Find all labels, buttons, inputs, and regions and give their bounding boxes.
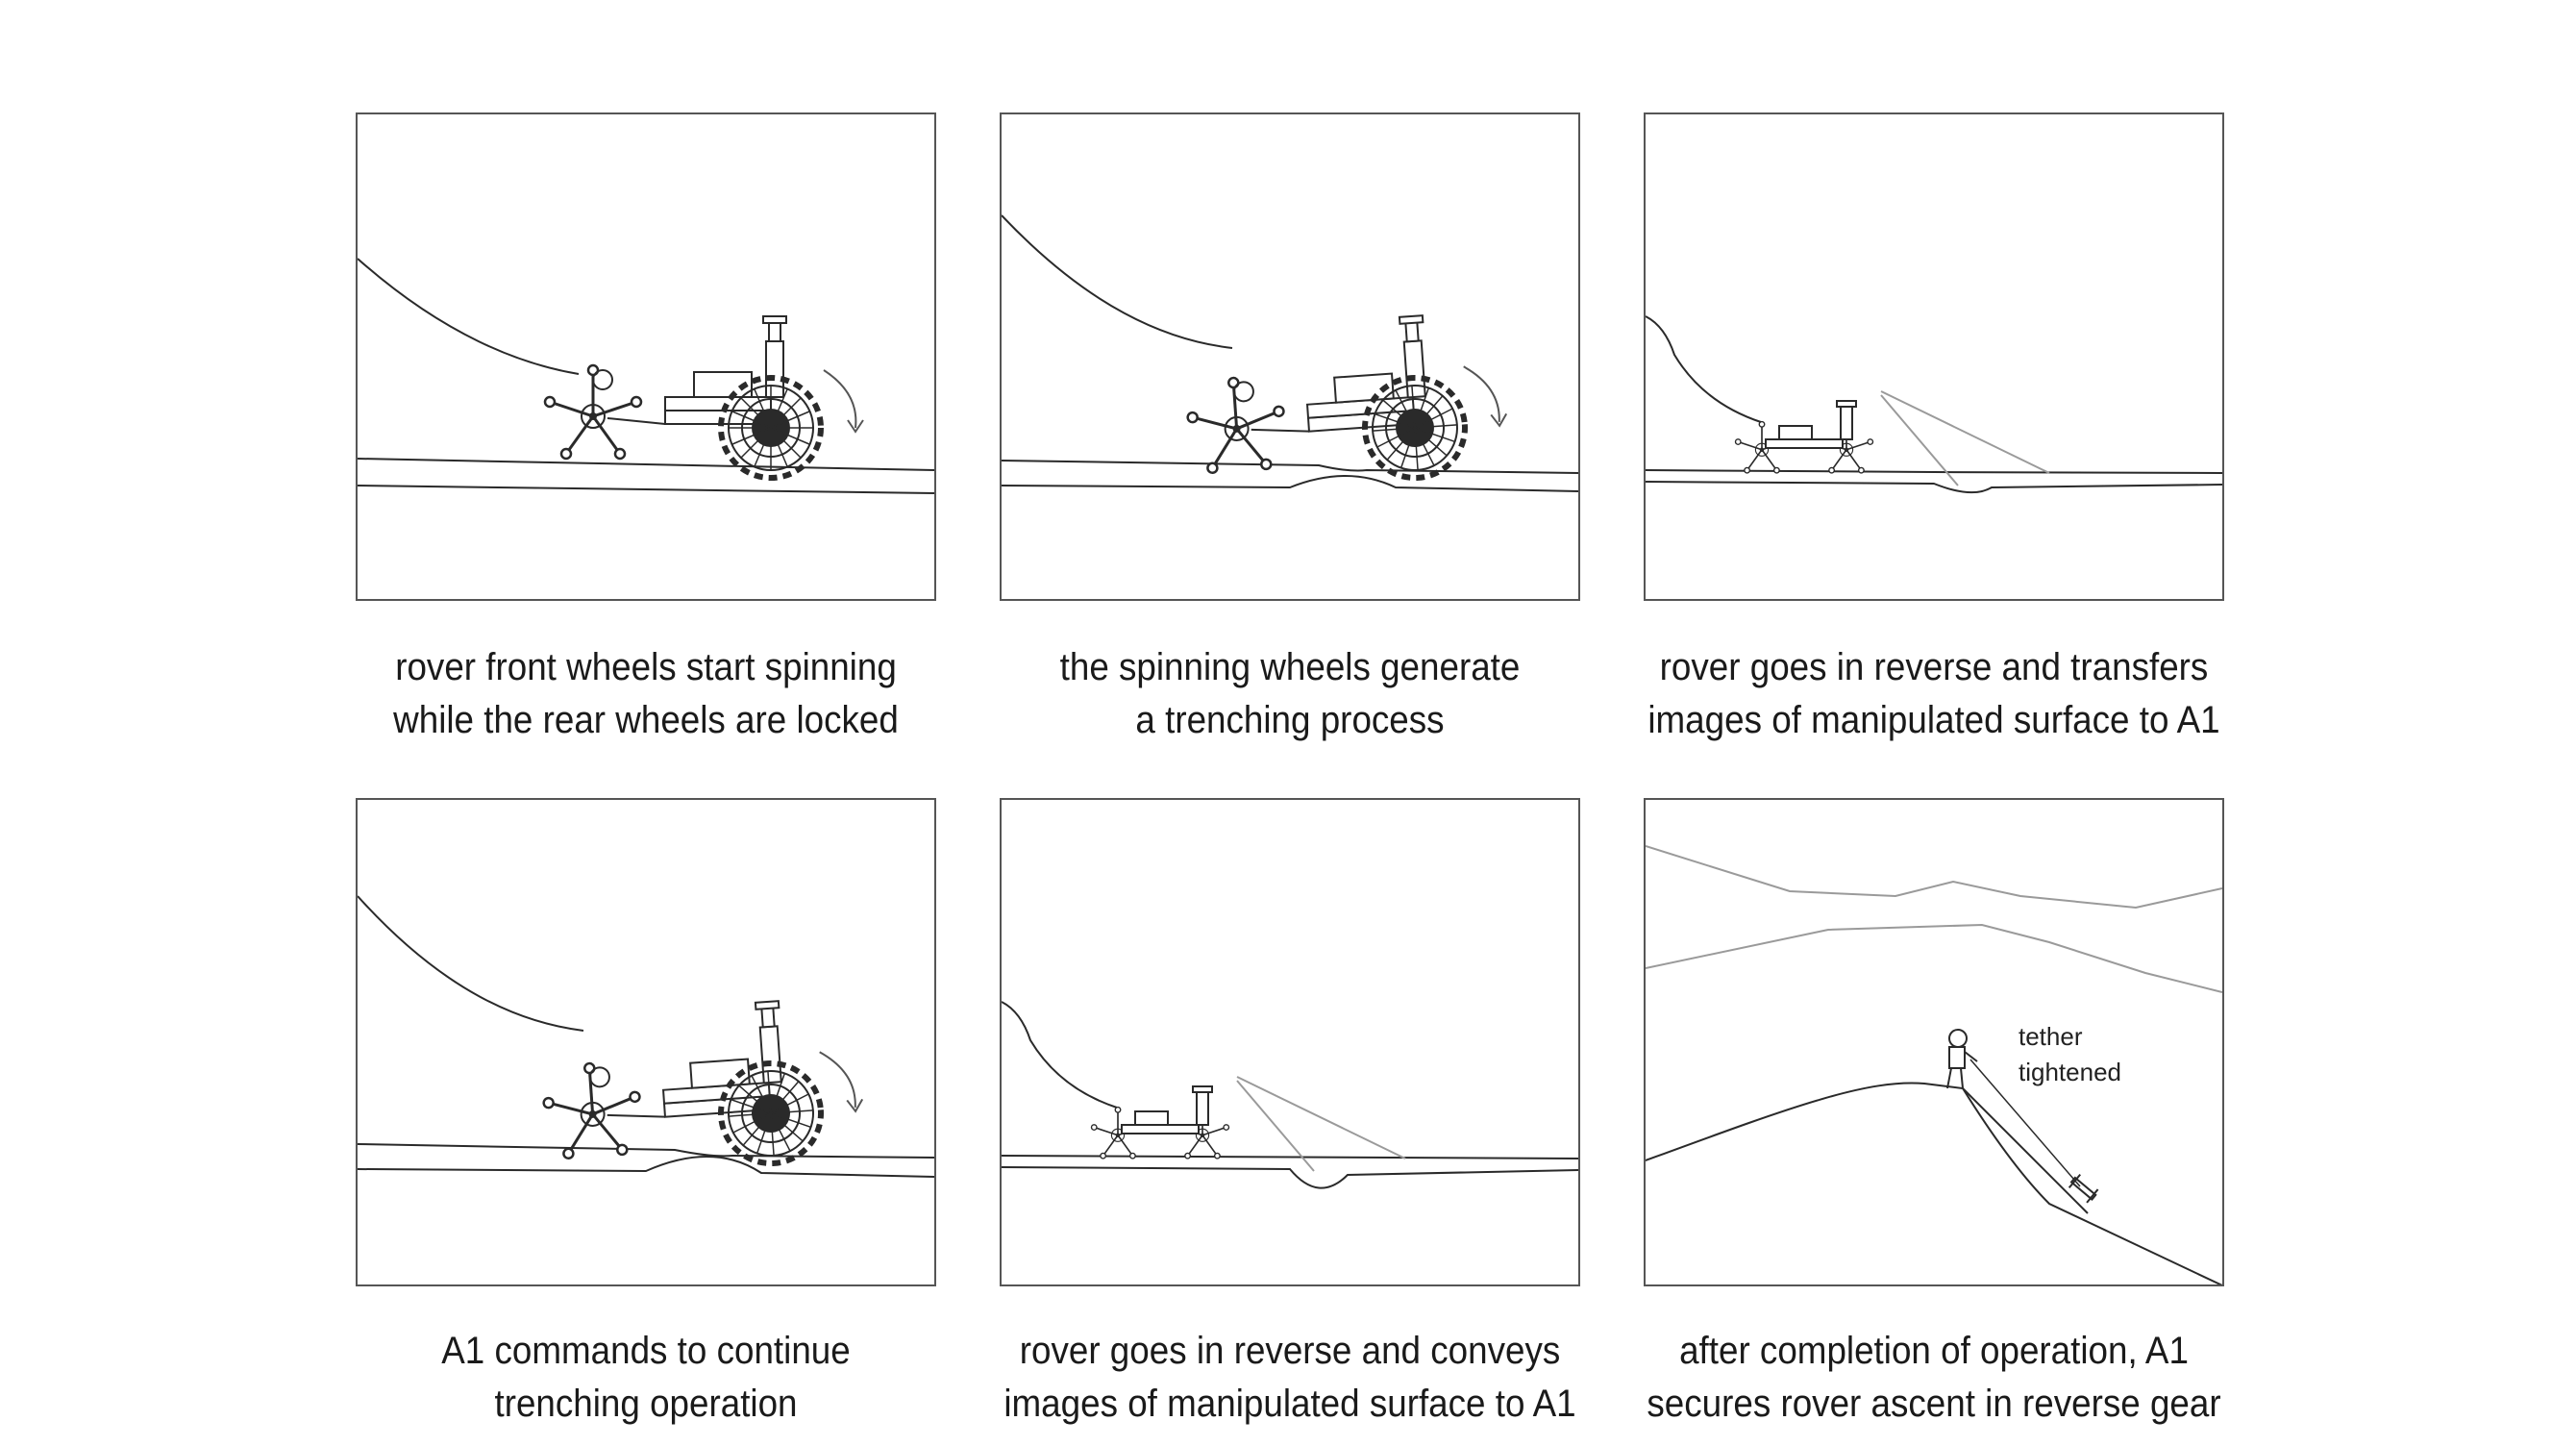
- caption-panel-3: rover goes in reverse and transfers imag…: [1624, 641, 2243, 747]
- panel-2: [1000, 112, 1580, 601]
- caption-line: rover front wheels start spinning: [395, 646, 897, 688]
- caption-line: A1 commands to continue: [441, 1330, 851, 1372]
- note-tether: tether: [2019, 1022, 2083, 1051]
- caption-panel-4: A1 commands to continue trenching operat…: [336, 1325, 955, 1431]
- panel-6: tether tightened: [1644, 798, 2224, 1286]
- rover-icon: [545, 316, 863, 478]
- panel-3: [1644, 112, 2224, 601]
- panel-1-illustration: [358, 258, 934, 494]
- panel-6-illustration: tether tightened: [1646, 845, 2222, 1284]
- caption-line: while the rear wheels are locked: [393, 699, 899, 741]
- caption-line: a trenching process: [1135, 699, 1445, 741]
- note-tightened: tightened: [2019, 1058, 2121, 1086]
- caption-line: images of manipulated surface to A1: [1003, 1383, 1576, 1425]
- caption-line: rover goes in reverse and transfers: [1659, 646, 2209, 688]
- caption-panel-2: the spinning wheels generate a trenching…: [980, 641, 1599, 747]
- caption-line: rover goes in reverse and conveys: [1019, 1330, 1561, 1372]
- astronaut-icon: [1946, 1029, 1978, 1089]
- panel-5: [1000, 798, 1580, 1286]
- caption-line: after completion of operation, A1: [1679, 1330, 2189, 1372]
- rover-icon: [1092, 1086, 1229, 1159]
- panel-5-illustration: [1002, 1001, 1578, 1189]
- caption-panel-1: rover front wheels start spinning while …: [336, 641, 955, 747]
- caption-line: secures rover ascent in reverse gear: [1647, 1383, 2221, 1425]
- panel-4-illustration: [358, 895, 934, 1284]
- caption-panel-5: rover goes in reverse and conveys images…: [980, 1325, 1599, 1431]
- rover-icon: [1736, 401, 1873, 473]
- panel-4: [356, 798, 936, 1286]
- panel-2-illustration: [1002, 214, 1578, 599]
- caption-line: trenching operation: [494, 1383, 798, 1425]
- panel-1: [356, 112, 936, 601]
- caption-panel-6: after completion of operation, A1 secure…: [1624, 1325, 2243, 1431]
- caption-line: the spinning wheels generate: [1059, 646, 1521, 688]
- caption-line: images of manipulated surface to A1: [1647, 699, 2220, 741]
- rover-icon: [537, 996, 866, 1180]
- panel-3-illustration: [1646, 315, 2222, 494]
- rover-icon: [1181, 311, 1510, 494]
